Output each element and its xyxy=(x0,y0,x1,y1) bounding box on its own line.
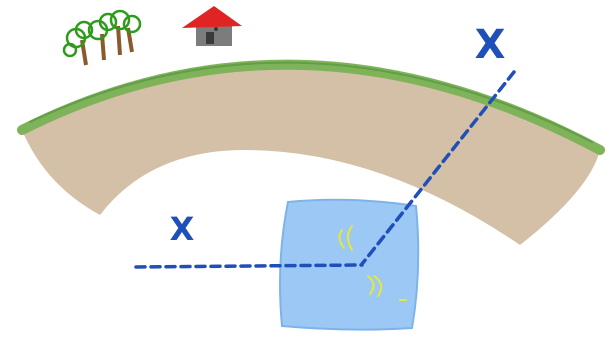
mark-x-lower-left: X xyxy=(170,210,195,248)
house-icon xyxy=(182,6,242,46)
mark-x-upper-right: X xyxy=(475,22,506,68)
trees-icon xyxy=(64,11,140,65)
